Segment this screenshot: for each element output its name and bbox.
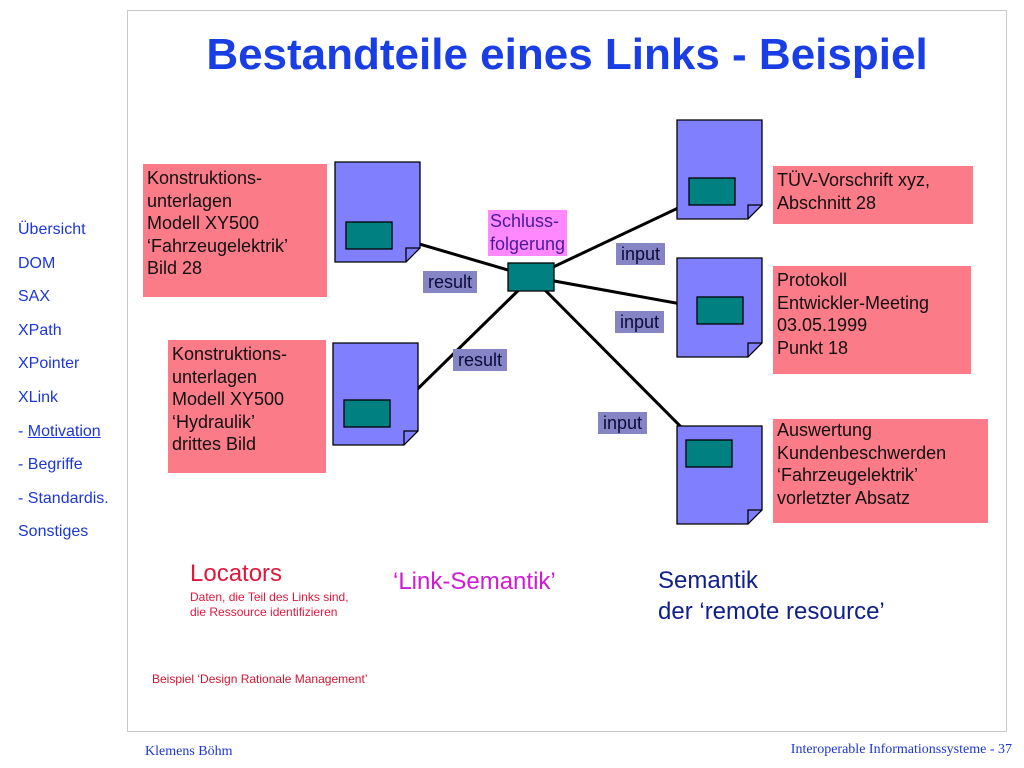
- example-caption: Beispiel ‘Design Rationale Management’: [152, 672, 368, 686]
- schlussfolgerung-label: Schluss- folgerung: [488, 210, 568, 256]
- locators-description: Daten, die Teil des Links sind, die Ress…: [190, 590, 349, 619]
- arc-role-input: input: [615, 311, 665, 333]
- nav-item-label: SAX: [18, 288, 51, 306]
- remote-resource-semantik-label: Semantik der ‘remote resource’: [658, 567, 885, 625]
- nav-item-sax[interactable]: SAX: [18, 287, 109, 321]
- arc-role-input: input: [616, 243, 666, 265]
- arc-role-result: result: [423, 271, 478, 293]
- document-icon: [332, 342, 419, 446]
- nav-item-xlink[interactable]: XLink: [18, 388, 109, 422]
- nav-item-label: XLink: [18, 388, 59, 406]
- nav-item-xpointer[interactable]: XPointer: [18, 354, 109, 388]
- resource-box-auswertung: Auswertung Kundenbeschwerden ‘Fahrzeugel…: [773, 419, 988, 523]
- arc-role-input: input: [598, 412, 648, 434]
- nav-item-xpath[interactable]: XPath: [18, 321, 109, 355]
- nav-item-begriffe[interactable]: - Begriffe: [18, 456, 83, 474]
- link-semantik-label: ‘Link-Semantik’: [393, 568, 556, 595]
- resource-box-konstruktion-fahrzeugelektrik: Konstruktions- unterlagen Modell XY500 ‘…: [143, 164, 327, 297]
- document-icon: [676, 257, 763, 358]
- nav-item-uebersicht[interactable]: Übersicht: [18, 220, 109, 254]
- arc-role-result: result: [453, 349, 508, 371]
- nav-item-label: DOM: [18, 254, 56, 272]
- resource-box-konstruktion-hydraulik: Konstruktions- unterlagen Modell XY500 ‘…: [168, 340, 326, 473]
- resource-box-tuev: TÜV-Vorschrift xyz, Abschnitt 28: [773, 166, 973, 224]
- nav-item-sonstiges[interactable]: Sonstiges: [18, 522, 109, 556]
- arc-schluss-to-auswertung: [530, 275, 710, 456]
- nav-item-label: Übersicht: [18, 221, 86, 238]
- nav-item-dom[interactable]: DOM: [18, 254, 109, 288]
- footer-course-page: Interoperable Informationssysteme - 37: [790, 742, 1012, 757]
- nav-item-label: Begriffe: [27, 456, 83, 474]
- document-icon: [676, 425, 763, 525]
- slide-title: Bestandteile eines Links - Beispiel: [206, 30, 928, 79]
- nav-item-standardis[interactable]: - Standardis.: [18, 489, 109, 507]
- nav-item-motivation[interactable]: - Motivation: [18, 422, 101, 440]
- nav-item-label: XPath: [18, 321, 62, 339]
- locators-heading: Locators: [190, 560, 283, 587]
- footer-author: Klemens Böhm: [145, 744, 233, 759]
- nav-item-label: Sonstiges: [18, 523, 89, 541]
- nav-item-label: Motivation: [27, 422, 101, 440]
- nav-item-label: Standardis.: [27, 489, 109, 507]
- document-icon: [676, 119, 763, 220]
- resource-box-protokoll: Protokoll Entwickler-Meeting 03.05.1999 …: [773, 266, 971, 374]
- slide-frame: [127, 10, 1007, 732]
- nav-item-label: XPointer: [18, 355, 80, 373]
- document-icon: [334, 161, 421, 263]
- link-locator-node: [507, 262, 555, 292]
- side-navigation: Übersicht DOM SAX XPath XPointer XLink -…: [18, 220, 109, 556]
